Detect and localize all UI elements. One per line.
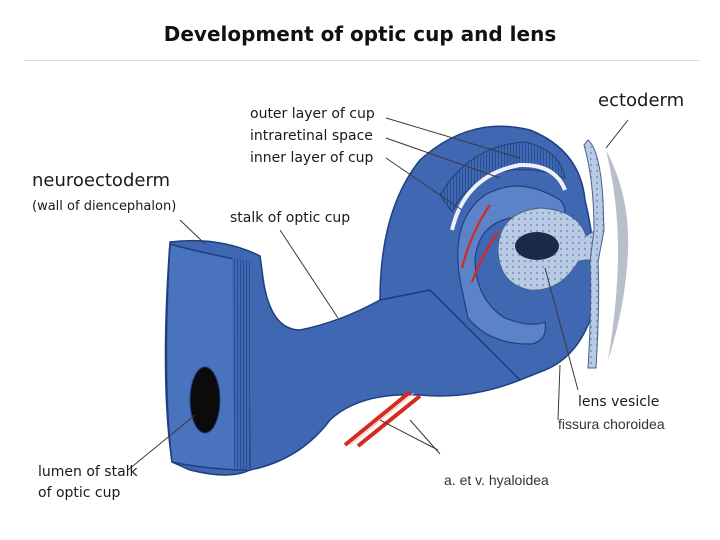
label-hyaloidea: a. et v. hyaloidea <box>444 472 549 488</box>
hyaloid-vessel-outer-a <box>343 390 412 447</box>
ectoderm-outer-shade <box>606 150 629 360</box>
leader-intraretinal <box>385 137 501 179</box>
hyaloid-vessel-inner <box>460 204 491 269</box>
leader-lumen <box>127 414 196 471</box>
leader-hyaloid-b <box>409 419 441 455</box>
leader-lines <box>127 117 629 471</box>
hyaloid-vessel-inner-2 <box>470 231 499 283</box>
ectoderm-layer <box>583 139 605 369</box>
leader-fissura <box>557 364 561 421</box>
leader-outer-layer <box>385 117 521 159</box>
wall-striped-edge <box>232 258 250 470</box>
leader-neuroectoderm <box>179 219 206 245</box>
leader-inner-layer <box>385 157 463 211</box>
label-wall-of-diencephalon: (wall of diencephalon) <box>32 199 177 214</box>
label-fissura-choroidea: fissura choroidea <box>558 416 665 432</box>
diagram-title: Development of optic cup and lens <box>163 22 557 46</box>
leader-lens-vesicle <box>544 267 579 391</box>
hyaloid-vessel-highlight <box>349 392 415 446</box>
stalk-lumen <box>189 366 221 434</box>
label-lumen-line2: of optic cup <box>38 485 121 501</box>
leader-ectoderm <box>605 119 629 149</box>
leader-hyaloid-a <box>379 419 439 451</box>
inner-layer-of-cup <box>457 185 566 345</box>
leader-stalk <box>279 229 339 319</box>
label-intraretinal-space: intraretinal space <box>250 128 373 144</box>
label-lens-vesicle: lens vesicle <box>578 394 660 410</box>
wall-cut-face <box>165 243 251 471</box>
label-stalk: stalk of optic cup <box>230 210 351 226</box>
lens-cavity <box>515 232 559 260</box>
label-outer-layer: outer layer of cup <box>250 106 375 122</box>
label-neuroectoderm: neuroectoderm <box>32 170 171 191</box>
optic-cup-body <box>379 125 595 381</box>
label-ectoderm: ectoderm <box>598 90 685 111</box>
label-lumen-line1: lumen of stalk <box>38 464 138 480</box>
hyaloid-vessel-outer-b <box>356 394 422 448</box>
label-inner-layer: inner layer of cup <box>250 150 374 166</box>
intraretinal-space <box>450 162 567 231</box>
title-divider <box>24 60 700 61</box>
neuroectoderm-wall <box>164 239 522 476</box>
